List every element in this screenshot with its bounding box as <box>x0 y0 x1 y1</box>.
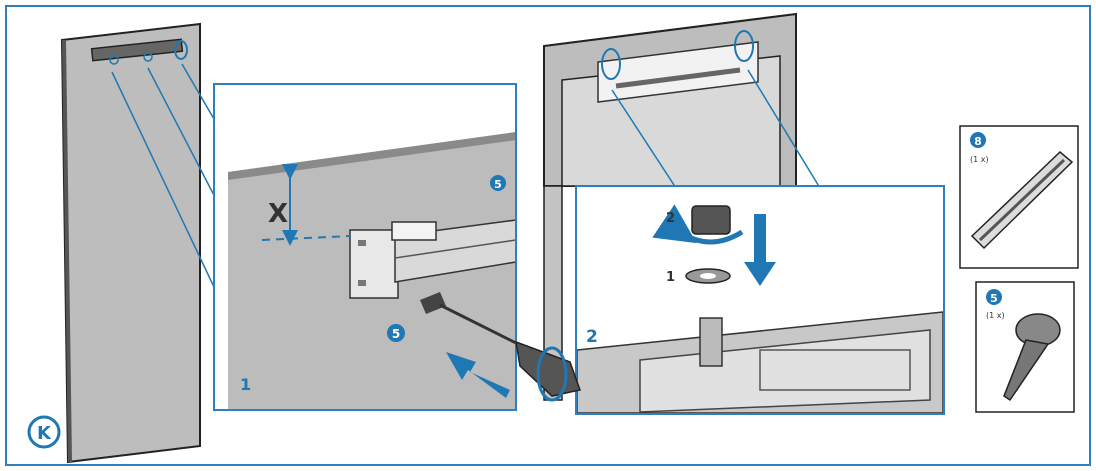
callout-badge-screw <box>387 324 405 342</box>
part-box-rail: 8 (1 x) <box>959 125 1079 269</box>
step-badge: K <box>27 415 61 449</box>
part-screw-qty: (1 x) <box>986 311 1005 320</box>
svg-text:5: 5 <box>494 178 502 191</box>
dimension-x-label: X <box>268 199 288 229</box>
step-badge-label: K <box>37 423 52 444</box>
part-rail-badge <box>970 132 986 148</box>
part-rail-qty: (1 x) <box>970 155 989 164</box>
svg-text:5: 5 <box>392 327 400 341</box>
cabinet-door-right <box>543 12 821 401</box>
door-panel-left <box>60 22 233 464</box>
part-box-screw: 5 (1 x) <box>975 281 1075 413</box>
svg-text:5: 5 <box>990 292 998 305</box>
inset-step-1: X 5 5 1 <box>213 83 517 411</box>
screwdriver-handle <box>515 340 581 402</box>
svg-text:8: 8 <box>974 135 982 148</box>
inset1-step-number: 1 <box>240 375 251 394</box>
outer-frame <box>5 5 1091 466</box>
part-screw-badge <box>986 289 1002 305</box>
inset2-step-number: 2 <box>586 327 598 347</box>
inset2-arrow-step-2: 2 <box>666 211 675 226</box>
callout-badge-top <box>490 175 506 191</box>
inset2-arrow-step-1: 1 <box>666 270 675 285</box>
inset-step-2: 2 1 2 <box>575 185 945 415</box>
